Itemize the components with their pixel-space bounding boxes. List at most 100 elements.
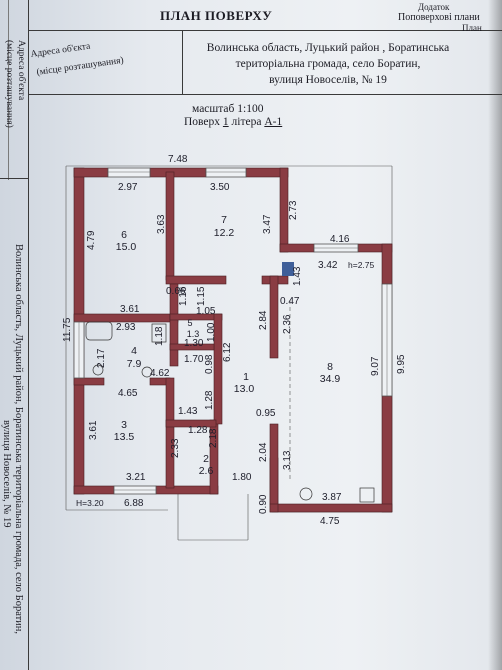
dim-105: 1.05	[196, 306, 216, 317]
dim-r4-inner: 2.93	[116, 322, 136, 333]
wall-5-bottom	[169, 343, 215, 351]
dim-r8-right: 9.95	[396, 354, 407, 374]
dim-bottom-left: 6.88	[124, 498, 144, 509]
dim-bottom-right: 4.75	[320, 516, 340, 527]
bathtub	[85, 321, 113, 341]
room-4-number: 4	[131, 345, 137, 357]
stove-fixture	[299, 487, 313, 501]
window-r7	[205, 167, 247, 178]
room-7-area: 12.2	[214, 227, 235, 239]
floor-letter: А-1	[264, 116, 283, 128]
dim-r4-left: 2.17	[96, 348, 107, 368]
dim-r3-bottom: 3.21	[126, 472, 146, 483]
dim-r7-top: 3.50	[210, 182, 230, 193]
room-2-number: 2	[203, 453, 209, 465]
address-line-1: Волинська область, Луцький район , Борат…	[206, 42, 450, 54]
dim-465: 4.65	[118, 388, 138, 399]
height-left: H=3.20	[76, 498, 104, 508]
dim-313: 3.13	[282, 450, 293, 470]
header-line-bottom	[28, 94, 502, 95]
dim-170: 1.70	[184, 354, 204, 365]
wall-5-right	[213, 313, 223, 425]
dim-r4-top: 3.61	[120, 304, 140, 315]
wall-top-1	[73, 167, 109, 178]
wall-step-1	[279, 243, 315, 253]
dim-115: 1.15	[196, 286, 207, 306]
dim-r7-right: 3.47	[262, 214, 273, 234]
corner-note-1: Додаток	[418, 2, 450, 12]
floor-mid: літера	[228, 116, 265, 128]
wall-bottom-right	[269, 503, 393, 513]
wall-bottom-2	[155, 485, 219, 495]
wall-3-2	[165, 377, 175, 489]
room-8-number: 8	[327, 361, 333, 373]
dim-066: 0.66	[166, 286, 186, 297]
dim-284: 2.84	[258, 310, 269, 330]
dim-r8-bottom: 3.87	[322, 492, 342, 503]
toilet-fixture	[92, 364, 104, 376]
room-6-number: 6	[121, 229, 127, 241]
wall-right-2	[381, 395, 393, 513]
dim-r8-top: 4.16	[330, 234, 350, 245]
dim-r8-small-v: 1.43	[292, 266, 303, 286]
floor-caption: Поверх 1 літера А-1	[184, 116, 282, 128]
room-2-area: 2.6	[199, 465, 214, 477]
floor-prefix: Поверх	[184, 116, 223, 128]
header-line-top	[28, 30, 502, 31]
dim-612: 6.12	[222, 342, 233, 362]
dim-130: 1.30	[184, 338, 204, 349]
left-frame-line	[28, 0, 29, 670]
dim-r4-right: 1.18	[154, 326, 165, 346]
header-divider	[182, 30, 183, 94]
boiler	[359, 487, 375, 503]
room-6-area: 15.0	[116, 241, 137, 253]
wall-right-1	[381, 243, 393, 285]
wall-6-7	[165, 171, 175, 281]
page-edge-shadow	[488, 0, 502, 670]
dim-r8-small: 3.42	[318, 260, 338, 271]
room-8-area: 34.9	[320, 373, 341, 385]
wall-4-5	[169, 283, 179, 367]
dim-236: 2.36	[282, 314, 293, 334]
room-5-area: 1.3	[187, 329, 200, 339]
floor-drain	[141, 366, 153, 378]
wall-6-4	[73, 313, 179, 323]
wall-r7-bottom-1	[165, 275, 227, 285]
dim-left-total: 11.75	[62, 317, 73, 342]
corner-note-3: План	[462, 23, 482, 33]
room-4-area: 7.9	[127, 358, 142, 370]
dim-r6-left: 4.79	[86, 230, 97, 250]
corner-note-2: Поповерхові плани	[398, 12, 480, 23]
sink	[151, 323, 167, 343]
window-r6	[107, 167, 151, 178]
wall-top-2	[149, 167, 207, 178]
address-line-3: вулиця Новоселів, № 19	[269, 74, 387, 86]
room-3-area: 13.5	[114, 431, 135, 443]
wall-bottom-1	[73, 485, 115, 495]
dim-r8-right-inner: 9.07	[370, 356, 381, 376]
dim-143: 1.43	[178, 406, 198, 417]
address-line-2: територіальна громада, село Боратин,	[235, 58, 421, 70]
dim-top-total: 7.48	[168, 154, 188, 165]
dim-128: 1.28	[204, 390, 215, 410]
dim-095: 0.95	[256, 408, 276, 419]
dim-180: 1.80	[232, 472, 252, 483]
dim-462: 4.62	[150, 368, 170, 379]
wall-4-3-a	[73, 377, 105, 386]
wall-1-8-bottom	[269, 423, 279, 505]
chimney-block	[282, 262, 294, 276]
dim-098: 0.98	[204, 354, 215, 374]
dim-r8-topleft: 2.73	[288, 200, 299, 220]
dim-r6-right: 3.63	[156, 214, 167, 234]
plan-scale: масштаб 1:100	[192, 103, 264, 115]
dim-r3-left: 3.61	[88, 420, 99, 440]
room-1-number: 1	[243, 371, 249, 383]
floor-number: 1	[222, 116, 229, 128]
dim-r2-top: 1.28	[188, 425, 208, 436]
page-title: ПЛАН ПОВЕРХУ	[160, 8, 273, 23]
dim-116: 1.16	[178, 286, 189, 306]
room-1-area: 13.0	[234, 383, 255, 395]
room-3-number: 3	[121, 419, 127, 431]
wall-1-8-top	[269, 275, 279, 359]
